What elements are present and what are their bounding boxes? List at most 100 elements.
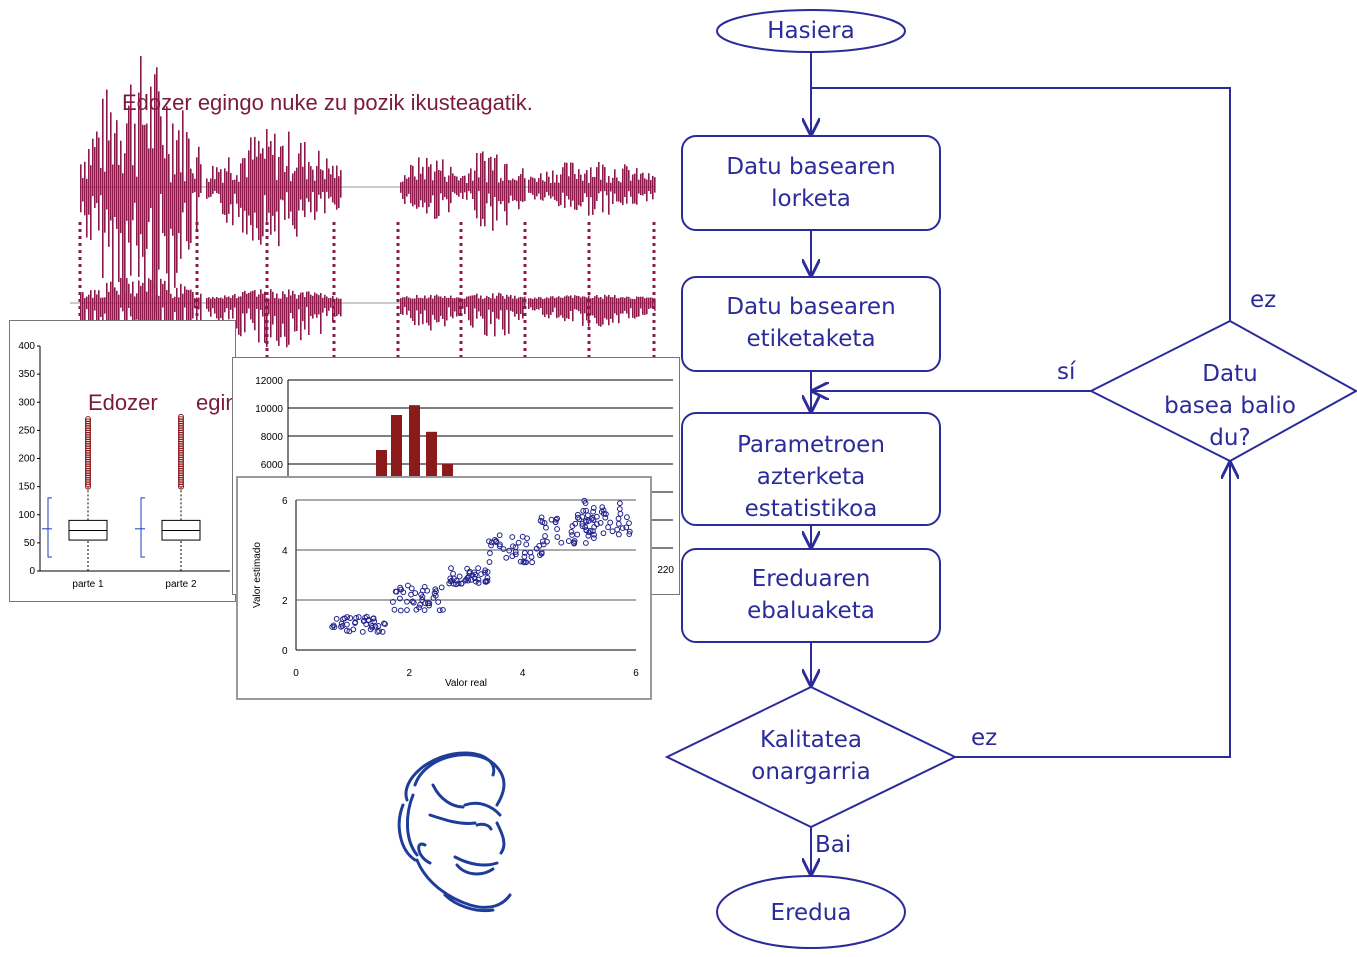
scatter-ytick: 2: [282, 596, 288, 607]
scatter-point: [393, 588, 400, 595]
scatter-point: [435, 599, 442, 605]
scatter-point: [558, 539, 565, 546]
scatter-point: [371, 618, 378, 625]
boxplot-ytick: 100: [18, 510, 35, 521]
scatter-point: [475, 580, 482, 586]
step2-line1: Datu basearen: [726, 294, 896, 320]
histogram-ytick: 6000: [261, 460, 284, 471]
scatter-point: [488, 542, 494, 549]
scatter-point: [617, 510, 624, 517]
histogram-ytick: 12000: [255, 376, 283, 387]
scatter-point: [626, 528, 633, 535]
scatter-point: [523, 559, 530, 566]
step4-line1: Ereduaren: [751, 566, 871, 592]
no-db-label: ez: [1250, 287, 1277, 313]
step3-line2: azterketa: [756, 464, 866, 490]
scatter-point: [517, 558, 524, 565]
scatter-ylabel: Valor estimado: [252, 542, 263, 608]
scatter-point: [583, 519, 590, 525]
scatter-point: [538, 549, 545, 556]
scatter-point: [503, 554, 510, 561]
scatter-point: [404, 607, 410, 613]
scatter-point: [524, 535, 530, 542]
waveform-sentence: Edozer egingo nuke zu pozik ikusteagatik…: [122, 90, 533, 115]
scatter-point: [528, 554, 535, 560]
scatter-point: [602, 514, 609, 521]
scatter-point: [510, 543, 516, 550]
boxplot-ytick: 300: [18, 397, 35, 408]
scatter-point: [600, 530, 607, 537]
scatter-point: [347, 615, 354, 621]
scatter-point: [343, 627, 350, 634]
scatter-point: [331, 624, 338, 630]
scatter-point: [440, 606, 446, 613]
scatter-xlabel: Valor real: [445, 678, 487, 689]
scatter-point: [346, 628, 353, 635]
scatter-point: [464, 565, 471, 572]
scatter-point: [609, 528, 616, 535]
scatter-point: [475, 565, 482, 572]
scatter-point: [591, 531, 597, 538]
scatter-point: [565, 538, 572, 544]
scatter-point: [353, 614, 359, 621]
scatter-point: [466, 570, 473, 576]
scatter-point: [587, 527, 594, 534]
boxplot-ytick: 200: [18, 454, 35, 465]
boxplot-ytick: 350: [18, 369, 35, 380]
scatter-point: [533, 545, 540, 552]
scatter-point: [400, 589, 407, 596]
scatter-point: [574, 531, 581, 538]
scatter-point: [579, 523, 586, 530]
db-line2: basea balio: [1164, 393, 1296, 419]
scatter-point: [421, 607, 428, 614]
scatter-point: [329, 624, 336, 630]
scatter-point: [624, 514, 630, 521]
scatter-point: [333, 615, 340, 622]
boxplot-ytick: 0: [29, 566, 35, 577]
scatter-ytick: 0: [282, 646, 288, 657]
scatter-point: [626, 531, 633, 537]
face-sketch-icon: [397, 751, 512, 913]
boxplot-outlier: [178, 416, 184, 423]
step3-line3: estatistikoa: [744, 496, 878, 522]
scatter-point: [568, 528, 575, 535]
boxplot-ytick: 400: [18, 341, 35, 352]
scatter-point: [593, 513, 600, 520]
scatter-xtick: 0: [293, 668, 299, 679]
step3-line1: Parametroen: [737, 432, 885, 458]
quality-line2: onargarria: [751, 759, 871, 785]
boxplot-bracket: [47, 497, 52, 558]
scatter-xtick: 6: [633, 668, 639, 679]
scatter-point: [447, 578, 454, 585]
scatter-point: [419, 594, 426, 600]
scatter-point: [554, 515, 561, 522]
scatter-point: [453, 581, 459, 588]
scatter-point: [554, 534, 561, 540]
scatter-point: [590, 508, 596, 515]
scatter-point: [589, 528, 596, 535]
scatter-point: [367, 626, 374, 633]
scatter-point: [430, 595, 437, 601]
scatter-point: [593, 521, 600, 528]
histogram-xtick: 220: [657, 565, 674, 576]
scatter-point: [512, 549, 519, 555]
step2-label: Datu basearen etiketaketa: [682, 291, 940, 355]
waveform-word-egin: egin: [196, 390, 238, 415]
boxplot-ytick: 50: [24, 538, 36, 549]
scatter-point: [391, 606, 398, 613]
scatter-point: [588, 516, 595, 522]
scatter-point: [515, 539, 522, 546]
scatter-point: [582, 540, 589, 546]
scatter-point: [416, 604, 422, 611]
boxplot-xtick: parte 2: [165, 579, 197, 590]
boxplot-outlier: [178, 413, 184, 420]
scatter-point: [623, 524, 630, 531]
scatter-point: [375, 623, 382, 629]
scatter-point: [500, 546, 507, 552]
scatter-point: [506, 547, 513, 554]
boxplot-outlier: [85, 416, 91, 423]
